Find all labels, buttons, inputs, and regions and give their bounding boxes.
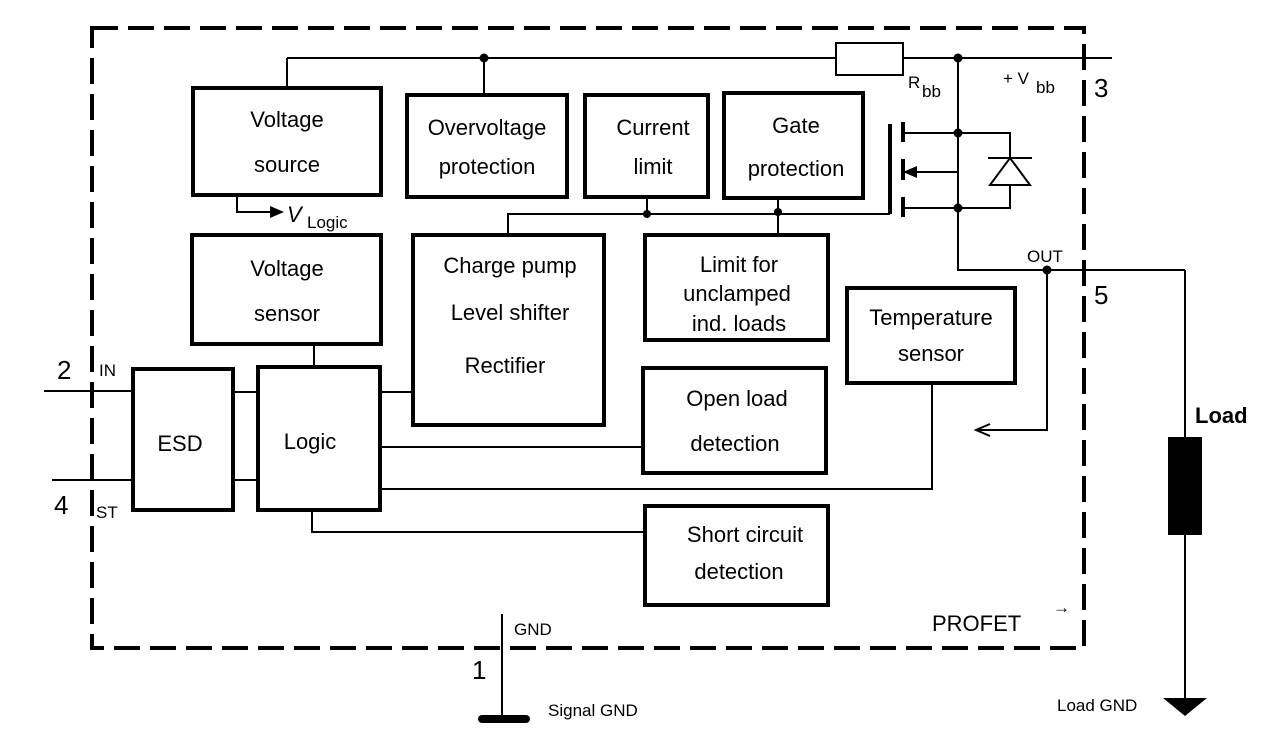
mosfet-arrow	[903, 166, 917, 178]
block-label: Overvoltage	[428, 115, 547, 140]
load-gnd-symbol	[1163, 698, 1207, 716]
block-label: Voltage	[250, 107, 323, 132]
wire-out	[957, 208, 1185, 271]
wire-logic-sc	[311, 510, 645, 533]
block-label: Charge pump	[443, 253, 576, 278]
body-diode	[988, 156, 1032, 186]
vbb-label: + V	[1003, 69, 1030, 88]
pin-3: 3	[1094, 73, 1108, 103]
limit-unclamped-block: Limit for unclamped ind. loads	[643, 233, 830, 342]
pin-2: 2	[57, 355, 71, 385]
block-label: Limit for	[700, 252, 778, 277]
st-label: ST	[96, 503, 118, 522]
gnd-label: GND	[514, 620, 552, 639]
junction-dot	[953, 53, 963, 63]
signal-gnd-symbol	[478, 715, 530, 723]
load-label: Load	[1195, 403, 1248, 428]
block-label: ind. loads	[692, 311, 786, 336]
load-gnd-label: Load GND	[1057, 696, 1137, 715]
block-label: Level shifter	[451, 300, 570, 325]
block-label: ESD	[157, 431, 202, 456]
junction-dot	[479, 53, 489, 63]
rbb-resistor	[835, 42, 904, 76]
block-label: sensor	[898, 341, 964, 366]
block-label: sensor	[254, 301, 320, 326]
vlogic-label: V	[287, 202, 304, 227]
out-label: OUT	[1027, 247, 1063, 266]
rbb-subscript: bb	[922, 82, 941, 101]
junction-dot	[643, 210, 651, 218]
block-label: Open load	[686, 386, 788, 411]
short-circuit-detection-block: Short circuit detection	[643, 504, 830, 607]
vbb-subscript: bb	[1036, 78, 1055, 97]
wire-drain-diode	[903, 132, 1011, 158]
charge-pump-block: Charge pump Level shifter Rectifier	[411, 233, 606, 427]
profet-label: PROFET	[932, 611, 1021, 636]
block-label: detection	[690, 431, 779, 456]
voltage-source-block: Voltage source	[191, 86, 383, 197]
wire-gate-drive	[507, 213, 890, 234]
vlogic-subscript: Logic	[307, 213, 348, 232]
wire-source-diode	[903, 185, 1011, 209]
pin-1: 1	[472, 655, 486, 685]
vlogic-arrow	[270, 206, 284, 218]
gate-protection-block: Gate protection	[722, 91, 865, 200]
block-label: Gate	[772, 113, 820, 138]
wire-esd-logic	[233, 391, 258, 481]
chip-outline	[90, 26, 1086, 650]
block-label: Current	[616, 115, 689, 140]
junction-dot	[774, 208, 782, 216]
temperature-sensor-block: Temperature sensor	[845, 286, 1017, 385]
profet-mark: →	[1053, 598, 1070, 617]
open-load-detection-block: Open load detection	[641, 366, 828, 475]
wire-logic-temp	[375, 384, 933, 490]
block-label: protection	[439, 154, 536, 179]
overvoltage-protection-block: Overvoltage protection	[405, 93, 569, 199]
block-label: Rectifier	[465, 353, 546, 378]
block-label: source	[254, 152, 320, 177]
load-resistor	[1168, 437, 1202, 535]
junction-dot	[1042, 265, 1052, 275]
block-label: Short circuit	[687, 522, 803, 547]
current-limit-block: Current limit	[583, 93, 710, 199]
in-label: IN	[99, 361, 116, 380]
block-label: Logic	[284, 429, 337, 454]
voltage-sensor-block: Voltage sensor	[190, 233, 383, 346]
rbb-label: R	[908, 73, 920, 92]
block-label: detection	[694, 559, 783, 584]
signal-gnd-label: Signal GND	[548, 701, 638, 720]
junction-dot	[953, 128, 963, 138]
block-label: limit	[633, 154, 672, 179]
block-label: Temperature	[869, 305, 993, 330]
pin-5: 5	[1094, 280, 1108, 310]
wire-out-feedback	[978, 270, 1048, 431]
block-label: protection	[748, 156, 845, 181]
pin-4: 4	[54, 490, 68, 520]
esd-block: ESD	[131, 367, 235, 512]
junction-dot	[953, 203, 963, 213]
out-feedback-arrow	[973, 423, 991, 437]
block-label: unclamped	[683, 281, 791, 306]
block-label: Voltage	[250, 256, 323, 281]
wire-vlogic	[236, 195, 272, 213]
logic-block: Logic	[256, 365, 382, 512]
